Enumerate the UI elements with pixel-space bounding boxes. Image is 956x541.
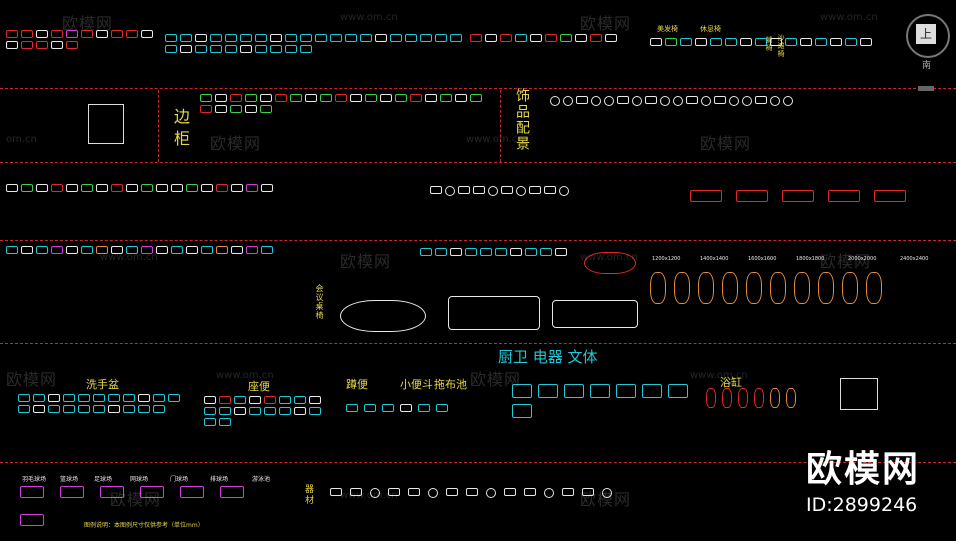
section-divider	[0, 343, 956, 344]
viewcube-south-label[interactable]: 南	[922, 61, 932, 71]
brand-badge: 欧模网 ID:2899246	[806, 440, 946, 516]
block-group-desks	[6, 184, 426, 192]
label-meeting-table: 会议桌椅	[315, 284, 324, 320]
watermark-brand: 欧模网	[340, 252, 392, 271]
watermark-brand: 欧模网	[6, 370, 58, 389]
watermark-brand: 欧模网	[820, 252, 872, 271]
viewcube[interactable]: 上 南	[904, 12, 950, 91]
block-group-decor	[550, 96, 910, 106]
room-plan-block	[88, 104, 124, 144]
table-size-label: 1600x1600	[748, 256, 777, 262]
watermark-brand: 欧模网	[62, 14, 114, 33]
watermark-brand: 欧模网	[210, 134, 262, 153]
watermark-url: www.om.cn	[100, 252, 158, 263]
block-group-conference-tables	[690, 190, 910, 202]
watermark-brand: 欧模网	[580, 14, 632, 33]
section-divider	[0, 88, 956, 89]
brand-id: ID:2899246	[806, 494, 918, 516]
block-group-dining-tables	[430, 186, 680, 196]
watermark-url: www.om.cn	[340, 490, 398, 501]
block-group-appliances	[330, 488, 800, 498]
block-group-side-cabinets	[200, 94, 490, 113]
block-group-toilets	[204, 396, 334, 426]
table-size-label: 1400x1400	[700, 256, 729, 262]
watermark-url: www.om.cn	[820, 12, 878, 23]
block-group-washbasins	[18, 394, 188, 413]
block-group-chairs	[6, 30, 156, 49]
meeting-table-rect	[448, 296, 540, 330]
block-group-round-tables	[650, 272, 940, 304]
table-size-label: 1800x1800	[796, 256, 825, 262]
section-divider	[500, 90, 501, 162]
label-urinal: 小便斗	[400, 378, 433, 391]
label-washbasin: 洗手盆	[86, 378, 119, 391]
sport-field-label: 篮球场	[60, 476, 79, 483]
label-bathtub: 浴缸	[720, 376, 742, 389]
label-rest-chair: 休息椅	[700, 25, 721, 33]
watermark-url: www.om.cn	[340, 12, 398, 23]
table-size-label: 2400x2400	[900, 256, 929, 262]
meeting-table-rect-2	[552, 300, 638, 328]
block-group-small-tables	[420, 248, 580, 256]
bathroom-plan-block	[840, 378, 878, 410]
brand-name: 欧模网	[806, 449, 921, 490]
label-recliner: 躺椅	[765, 36, 773, 52]
block-group-bathtubs	[512, 384, 702, 418]
label-appliances: 器材	[303, 484, 313, 506]
block-group-lounge-chairs	[470, 34, 630, 42]
watermark-brand: 欧模网	[110, 490, 162, 509]
meeting-table-oval	[340, 300, 426, 332]
sport-field-label: 羽毛球场	[22, 476, 47, 483]
block-group-tubs-red	[706, 388, 816, 408]
sport-field-label: 排球场	[210, 476, 229, 483]
sport-field-label: 网球场	[130, 476, 149, 483]
sport-field-label: 游泳池	[252, 476, 271, 483]
block-group-office-desks	[6, 246, 306, 254]
meeting-table-round-red	[584, 252, 636, 274]
label-beach-chair: 沙滩椅	[777, 34, 785, 58]
watermark-url: om.cn	[6, 134, 37, 145]
section-divider	[0, 240, 956, 241]
section-title-kitchen-bath: 厨卫 电器 文体	[498, 348, 598, 366]
watermark-url: www.om.cn	[466, 134, 524, 145]
block-group-sofas	[165, 34, 465, 53]
table-size-label: 2000x2000	[848, 256, 877, 262]
watermark-url: www.om.cn	[216, 370, 274, 381]
watermark-brand: 欧模网	[580, 490, 632, 509]
watermark-url: www.om.cn	[690, 370, 748, 381]
sport-field-label: 门球场	[170, 476, 189, 483]
sport-field-label: 足球场	[94, 476, 113, 483]
viewcube-compass-ring[interactable]	[906, 14, 950, 58]
label-mop-pool: 拖布池	[434, 378, 467, 391]
label-squat-toilet: 蹲便	[346, 378, 368, 391]
label-side-cabinet: 边柜	[171, 108, 190, 152]
table-size-label: 1200x1200	[652, 256, 681, 262]
legend-note: 图例说明：本图例尺寸仅供参考（单位mm）	[84, 522, 204, 529]
watermark-brand: 欧模网	[470, 370, 522, 389]
label-salon-chair: 美发椅	[657, 25, 678, 33]
block-group-squat-urinal	[346, 404, 476, 412]
section-divider	[158, 90, 159, 162]
viewcube-top-face[interactable]: 上	[916, 24, 936, 44]
block-group-sport-fields	[20, 486, 280, 526]
wcs-menu-button[interactable]	[918, 86, 934, 91]
label-toilet: 座便	[248, 380, 270, 393]
section-divider	[0, 462, 956, 463]
watermark-url: www.om.cn	[580, 252, 638, 263]
section-divider	[0, 162, 956, 163]
watermark-brand: 欧模网	[700, 134, 752, 153]
block-group-beach-chairs	[650, 38, 900, 46]
label-decor: 饰品配景	[514, 88, 530, 152]
